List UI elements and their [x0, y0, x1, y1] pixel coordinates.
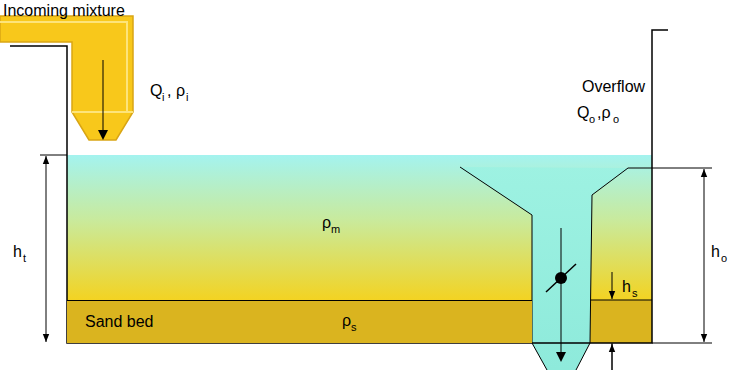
subscript: s — [632, 288, 638, 299]
subscript: m — [331, 224, 340, 235]
density-symbol: ,ρ — [597, 105, 611, 121]
subscript: o — [589, 114, 595, 125]
dim-line — [612, 272, 613, 299]
sand-bed — [590, 300, 652, 343]
title-label: Incoming mixture — [3, 3, 125, 19]
dim-tick — [652, 343, 712, 344]
flow-arrow — [98, 130, 108, 140]
title-label: Overflow — [582, 79, 645, 95]
dim-tick — [652, 168, 712, 169]
subscript: o — [613, 114, 619, 125]
flow-symbol: Q — [577, 105, 589, 121]
bed-line — [590, 300, 652, 301]
density-symbol: ρ — [342, 313, 351, 329]
subscript: t — [23, 253, 26, 264]
region-label: Sand bed — [85, 313, 154, 331]
flow-arrow — [556, 352, 566, 362]
funnel-wall — [590, 168, 652, 343]
dimension-label: h — [622, 279, 631, 295]
density-symbol: ρ — [322, 215, 331, 231]
dim-tick — [40, 155, 67, 156]
subscript: o — [721, 253, 727, 264]
flow-line — [103, 60, 104, 134]
subscript: i — [186, 92, 188, 103]
dimension-label: h — [711, 244, 720, 260]
dim-line — [704, 169, 705, 342]
density-symbol: , ρ — [167, 83, 185, 99]
dim-line — [612, 343, 613, 370]
inlet-pipe — [0, 16, 133, 140]
flow-line — [561, 228, 562, 355]
subscript: s — [351, 322, 357, 333]
flow-symbol: Q — [150, 83, 162, 99]
dimension-label: h — [13, 244, 22, 260]
pipe-shade — [0, 22, 133, 112]
dim-line — [46, 156, 47, 342]
valve — [546, 264, 576, 292]
dim-line — [612, 344, 613, 370]
sand-bed: Sand bed — [67, 300, 532, 343]
valve — [555, 272, 567, 284]
subscript: i — [162, 92, 164, 103]
